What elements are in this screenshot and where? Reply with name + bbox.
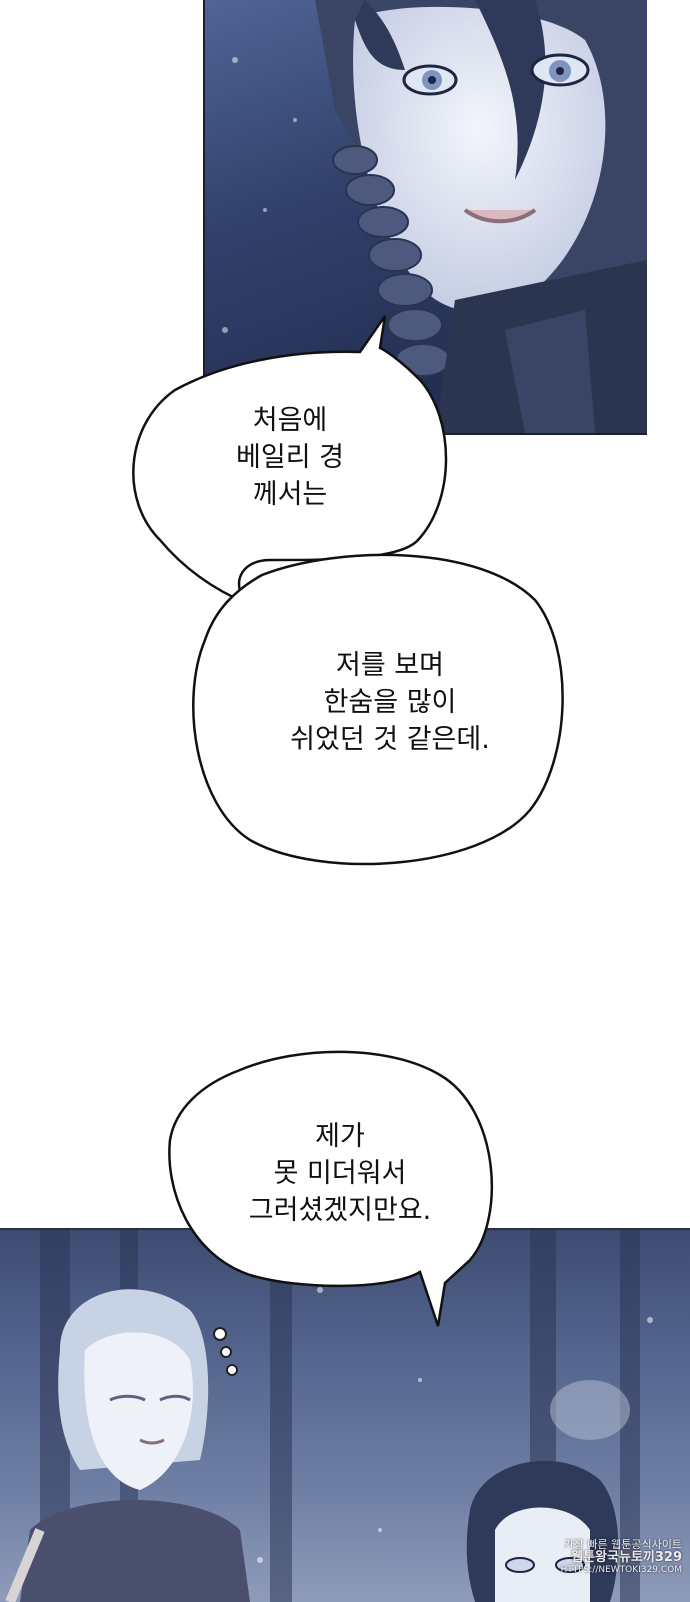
- speech-text-2: 저를 보며 한숨을 많이 쉬었던 것 같은데.: [230, 647, 550, 758]
- top-art-panel: [203, 0, 647, 435]
- speech-bubble-2: [192, 553, 564, 866]
- portrait-illustration: [222, 0, 647, 433]
- bottom-art-panel: [0, 1228, 690, 1602]
- watermark-line: HTTPS://NEWTOKI329.COM: [560, 1565, 682, 1575]
- speech-line: 께서는: [252, 479, 328, 510]
- speech-line: 한숨을 많이: [323, 687, 457, 718]
- watermark-line: 웹툰왕국뉴토끼329: [571, 1550, 682, 1565]
- speech-bubble-3: [168, 1050, 493, 1327]
- speech-line: 그러셨겠지만요.: [248, 1195, 432, 1226]
- speech-text-1: 처음에 베일리 경 께서는: [180, 402, 400, 513]
- speech-text-3: 제가 못 미더워서 그러셨겠지만요.: [200, 1118, 480, 1229]
- speech-line: 베일리 경: [236, 442, 344, 473]
- site-watermark: 가장 빠른 웹툰공식사이트 웹툰왕국뉴토끼329 HTTPS://NEWTOKI…: [552, 1538, 682, 1577]
- speech-line: 저를 보며: [336, 650, 444, 681]
- scene-illustration: [5, 1230, 653, 1602]
- speech-line: 못 미더워서: [273, 1158, 407, 1189]
- speech-bubble-1: [132, 315, 448, 606]
- speech-line: 쉬었던 것 같은데.: [290, 724, 490, 755]
- watermark-line: 가장 빠른 웹툰공식사이트: [563, 1538, 682, 1551]
- speech-line: 제가: [315, 1121, 365, 1152]
- speech-line: 처음에: [252, 405, 328, 436]
